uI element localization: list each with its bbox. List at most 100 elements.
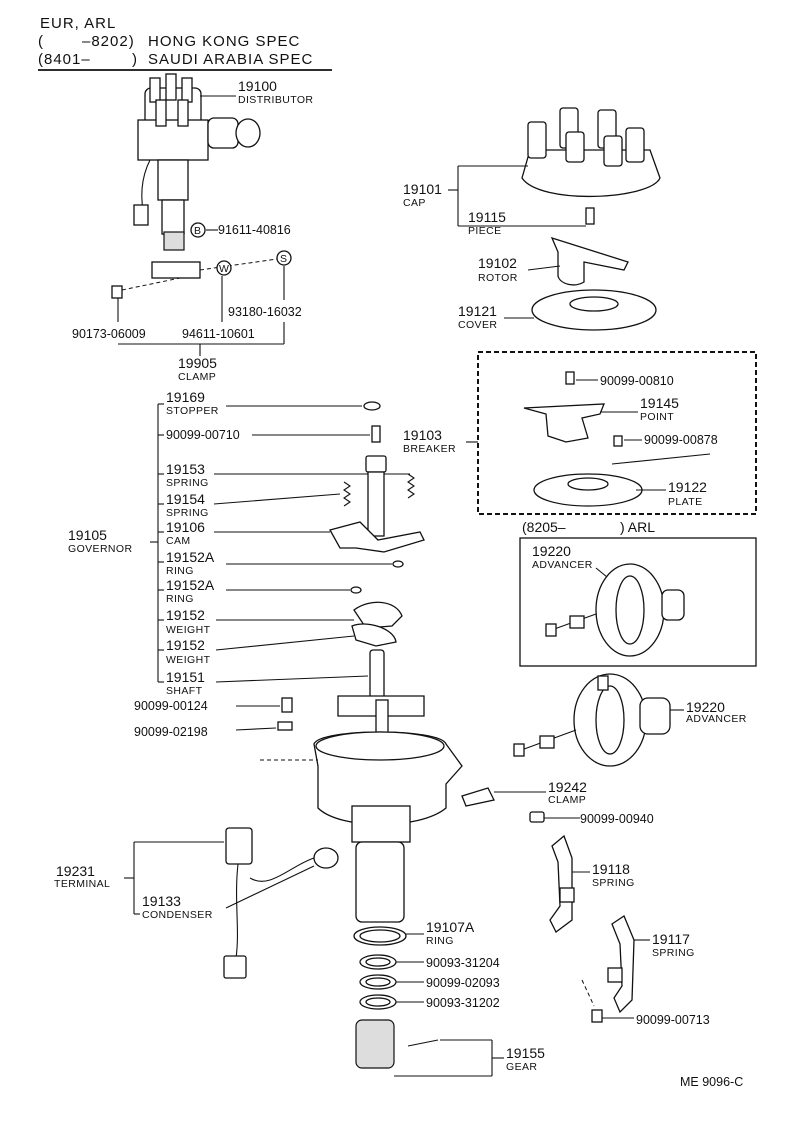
part-90173-06009: 90173-06009 [72,327,146,341]
header-line3-right: ) [132,51,138,68]
callout-19153-name: SPRING [166,477,209,489]
header-line2-left: ( [38,33,44,50]
callout-19101-name: CAP [403,197,426,209]
callout-19220a-number: 19220 [532,543,571,559]
callout-19154-name: SPRING [166,507,209,519]
callout-19105-number: 19105 [68,527,107,543]
clamp-drawing [461,787,495,807]
part-90093-31204: 90093-31204 [426,956,500,970]
spring-19117-drawing [581,915,635,1023]
callout-19107A-number: 19107A [426,919,475,935]
callout-19154-number: 19154 [166,491,205,507]
callout-19118-name: SPRING [592,877,635,889]
callout-19151-number: 19151 [166,669,205,685]
callout-19122-name: PLATE [668,496,702,508]
callout-19122-number: 19122 [668,479,707,495]
callout-19152a-number: 19152 [166,607,205,623]
callout-19102-number: 19102 [478,255,517,271]
callout-19905-number: 19905 [178,355,217,371]
callout-19152Aa-number: 19152A [166,549,215,565]
figure-code: ME 9096-C [680,1075,743,1089]
part-93180-16032: 93180-16032 [228,305,302,319]
advancer-arl-drawing [545,563,685,657]
sub-header-right: ) ARL [620,519,655,535]
part-90099-02198: 90099-02198 [134,725,208,739]
callout-19102-name: ROTOR [478,272,518,284]
screw-drawing [529,811,545,823]
header-line3-spec: SAUDI ARABIA SPEC [148,51,313,68]
callout-19121-number: 19121 [458,303,497,319]
callout-19101-number: 19101 [403,181,442,197]
breaker-group-box [477,351,757,515]
callout-19220a-name: ADVANCER [532,559,593,571]
callout-19155-name: GEAR [506,1061,537,1073]
circle-mark-b-text: B [194,225,201,237]
part-94611-10601: 94611-10601 [182,327,255,341]
spec-header: EUR, ARL ( –8202) HONG KONG SPEC (8401– … [38,15,332,71]
part-90099-02093: 90099-02093 [426,976,500,990]
callout-19100-name: DISTRIBUTOR [238,94,313,106]
callout-19117-number: 19117 [652,931,690,947]
callout-19100-number: 19100 [238,78,277,94]
header-line2-spec: HONG KONG SPEC [148,33,300,50]
part-90099-00124: 90099-00124 [134,699,208,713]
advancer-arl-box [519,537,757,667]
part-90099-00713: 90099-00713 [636,1013,710,1027]
callout-19220b-name: ADVANCER [686,713,747,725]
callout-19145-number: 19145 [640,395,679,411]
header-line1: EUR, ARL [40,15,116,32]
callout-19152b-name: WEIGHT [166,654,211,666]
callout-19169-name: STOPPER [166,405,219,417]
governor-drawing [329,401,425,701]
callout-19242-number: 19242 [548,779,587,795]
circle-mark-w-text: W [219,263,229,275]
circle-mark-s [276,250,292,266]
callout-19115-number: 19115 [468,209,506,225]
distributor-housing-drawing [260,695,463,923]
header-line2-range: –8202) [82,33,135,50]
callout-19151-name: SHAFT [166,685,203,697]
terminal-condenser-drawing [223,827,339,979]
rings-gear-drawing [353,926,439,1069]
callout-19107A-name: RING [426,935,454,947]
callout-19103-number: 19103 [403,427,442,443]
callout-19152a-name: WEIGHT [166,624,211,636]
part-90099-00710: 90099-00710 [166,428,240,442]
callout-19905-name: CLAMP [178,371,216,383]
spring-19118-drawing [549,834,575,933]
callout-19242-name: CLAMP [548,794,586,806]
callout-19106-number: 19106 [166,519,205,535]
callout-19121-name: COVER [458,319,497,331]
callout-19152Ab-name: RING [166,593,194,605]
part-90099-00940: 90099-00940 [580,812,654,826]
part-91611-40816: 91611-40816 [218,223,291,237]
callout-19103-name: BREAKER [403,443,456,455]
callout-19169-number: 19169 [166,389,205,405]
callout-19153-number: 19153 [166,461,205,477]
circle-mark-s-text: S [280,253,287,265]
callout-19133-name: CONDENSER [142,909,213,921]
callout-19118-number: 19118 [592,861,630,877]
callout-19155-number: 19155 [506,1045,545,1061]
callout-19220b-number: 19220 [686,699,725,715]
distributor-assembly-drawing: B W S [111,73,292,299]
callout-19117-name: SPRING [652,947,695,959]
callout-19115-name: PIECE [468,225,502,237]
advancer-drawing [513,673,671,767]
callout-19152Ab-number: 19152A [166,577,215,593]
header-line3-left: (8401– [38,51,91,68]
callout-19231-name: TERMINAL [54,878,110,890]
callout-19152Aa-name: RING [166,565,194,577]
sub-header-left: (8205– [522,519,566,535]
part-90099-00878: 90099-00878 [644,433,718,447]
callout-19106-name: CAM [166,535,191,547]
callout-19105-name: GOVERNOR [68,543,132,555]
part-90093-31202: 90093-31202 [426,996,500,1010]
callout-19152b-number: 19152 [166,637,205,653]
part-90099-00810: 90099-00810 [600,374,674,388]
circle-mark-w [216,260,232,276]
callout-19231-number: 19231 [56,863,95,879]
circle-mark-b [190,222,206,238]
callout-19145-name: POINT [640,411,674,423]
